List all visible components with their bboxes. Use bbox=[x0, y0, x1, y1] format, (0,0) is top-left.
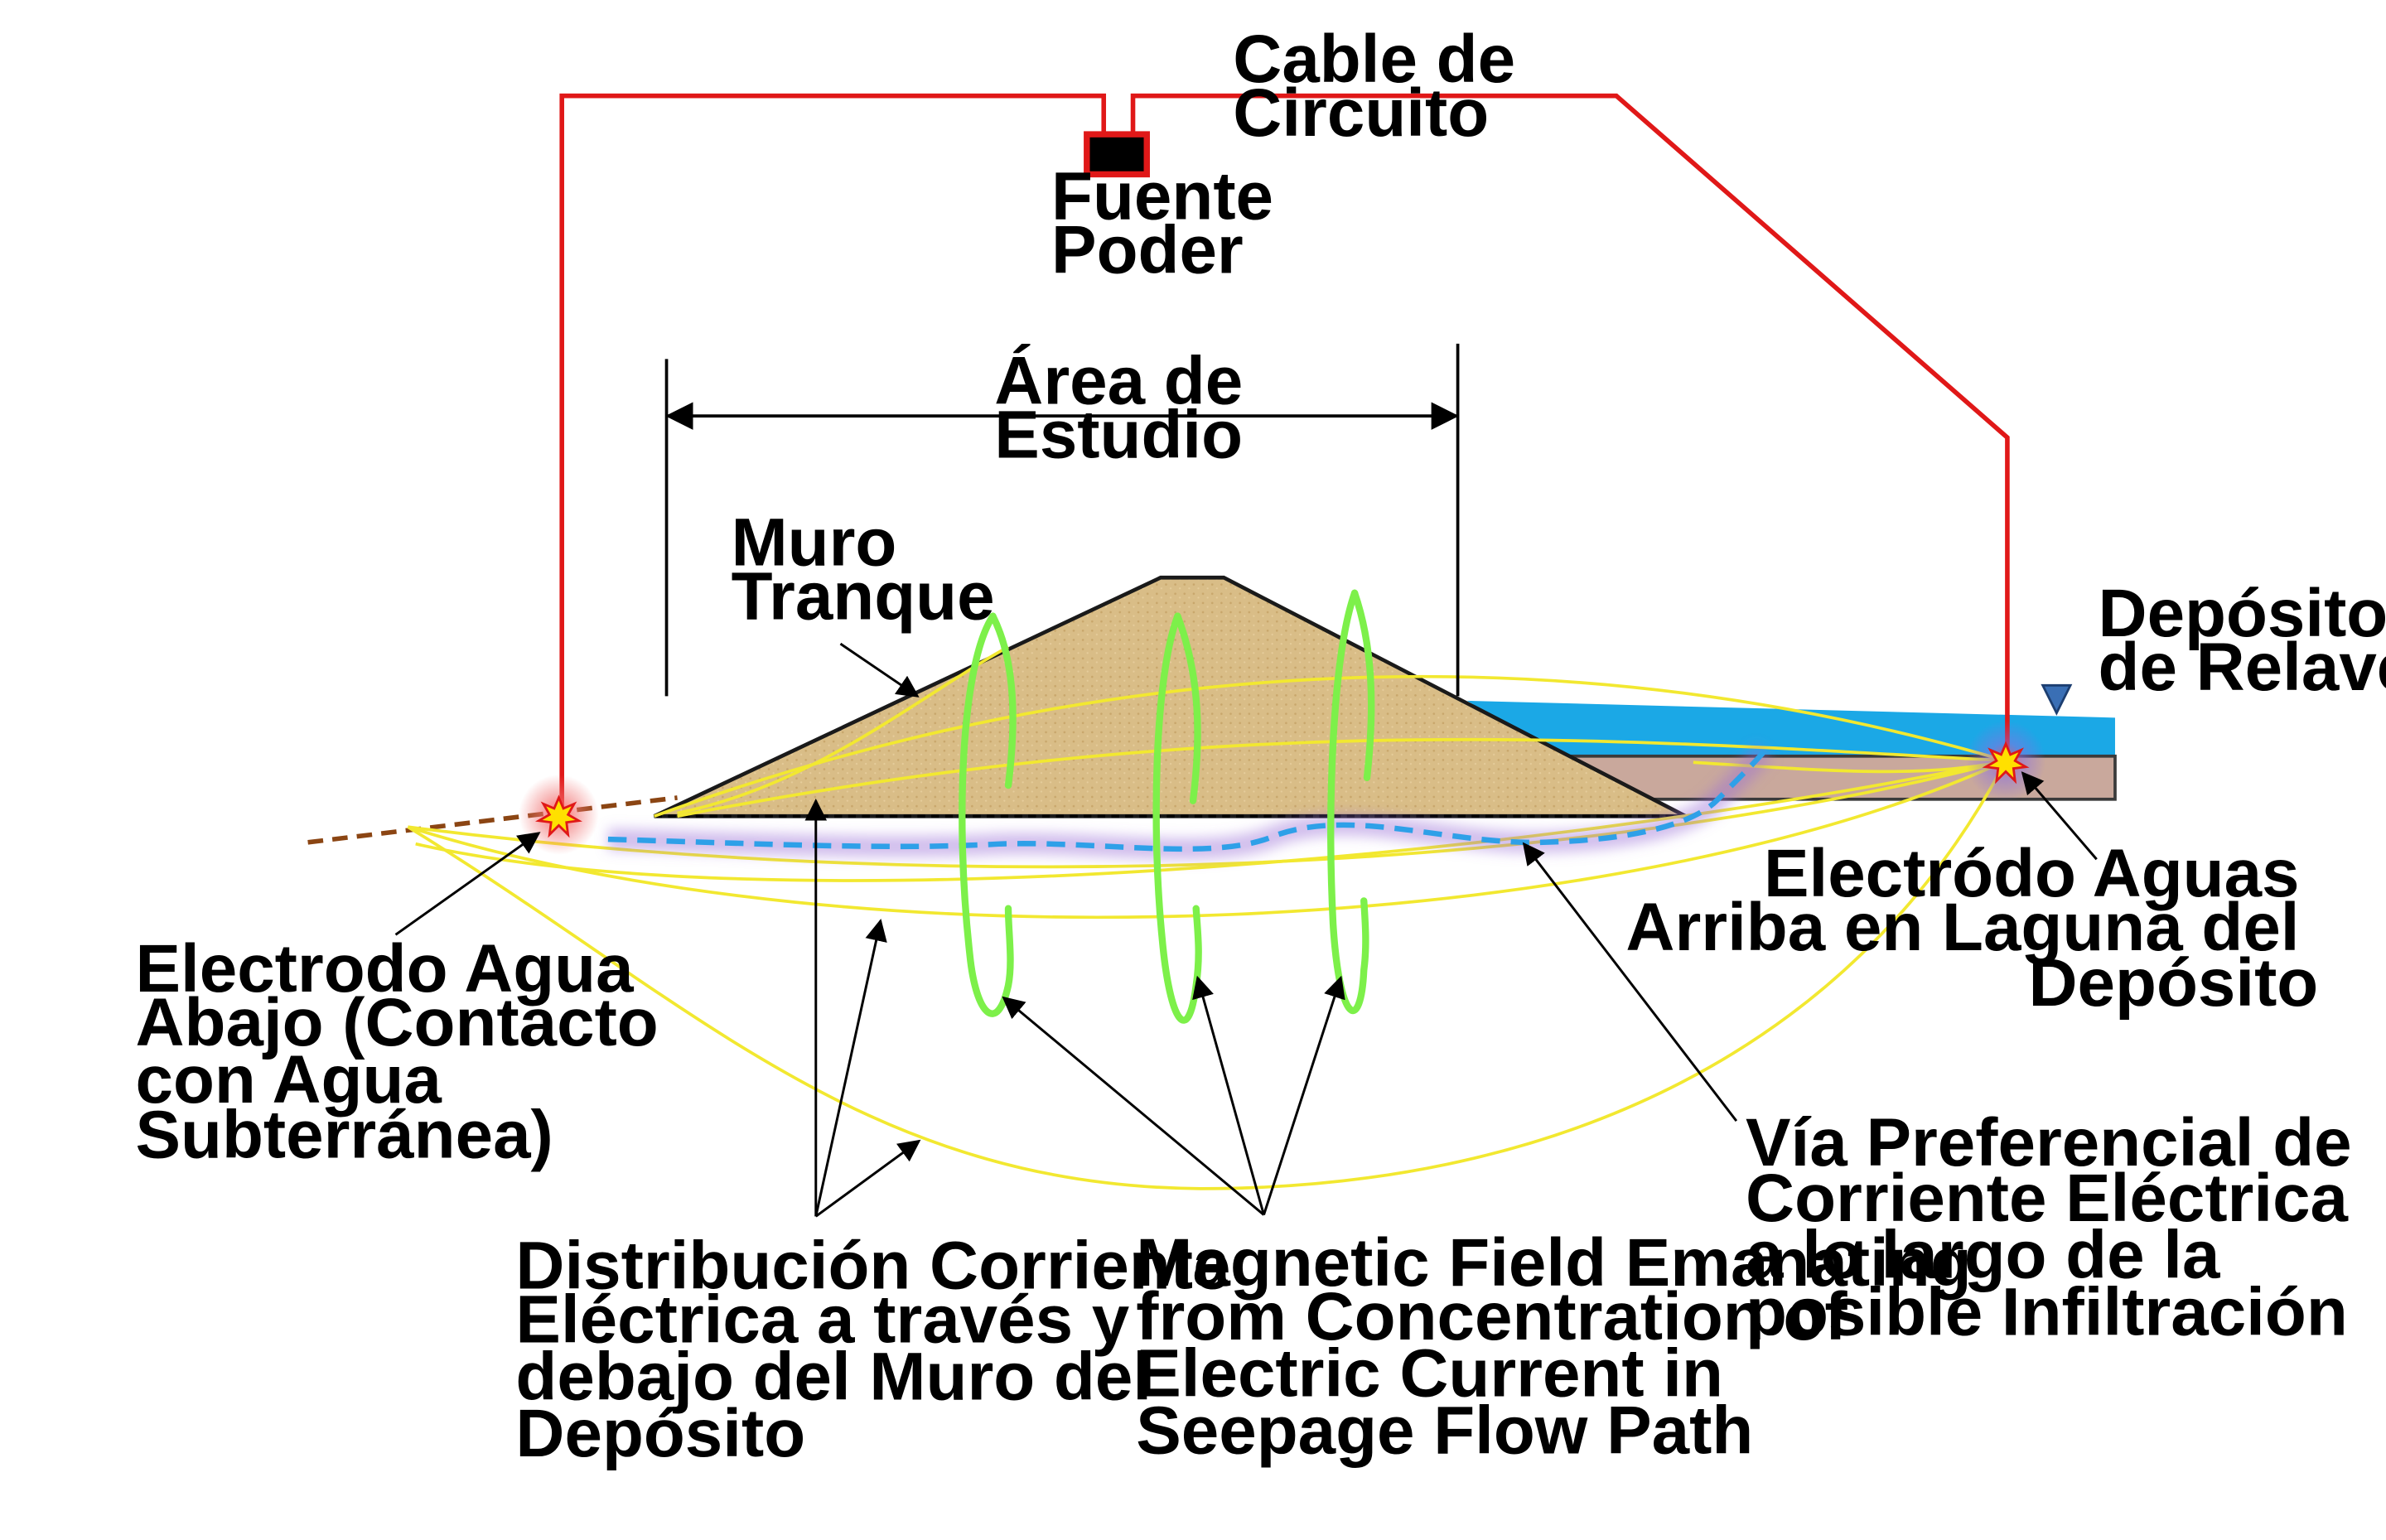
magnetic-loop-1 bbox=[959, 612, 1014, 1017]
downstream-electrode-label: Electrodo Agua Abajo (Contacto con Agua … bbox=[136, 931, 678, 1173]
upstream-electrode-label: Electródo Aguas Arriba en Laguna del Dep… bbox=[1625, 836, 2318, 1021]
magnetic-loop-1b bbox=[989, 612, 1017, 789]
magnetic-pointer-arrow-2 bbox=[1192, 975, 1265, 1215]
tailings-deposit-label: Depósito de Relaves bbox=[2099, 576, 2386, 705]
ground-surface-line bbox=[307, 795, 678, 845]
preferential-path-pointer-arrow bbox=[1522, 842, 1738, 1122]
current-line bbox=[408, 759, 2007, 869]
annotation-arrows bbox=[394, 642, 2098, 1218]
upstream-electrode-pointer-arrow bbox=[2021, 771, 2098, 861]
magnetic-field-label: Magnetic Field Emanating from Concentrat… bbox=[1136, 1225, 1990, 1469]
downstream-electrode bbox=[519, 775, 599, 855]
electrode-spark-icon bbox=[1982, 741, 2030, 784]
electrode-spark-icon bbox=[535, 794, 582, 838]
magnetic-pointer-arrow-1 bbox=[1002, 996, 1265, 1216]
magnetic-loop-2 bbox=[1152, 612, 1202, 1024]
circuit-cable-left bbox=[559, 93, 1107, 812]
circuit-cable-right bbox=[1130, 93, 2010, 761]
current-line bbox=[654, 674, 2007, 818]
embankment-label: Muro Tranque bbox=[732, 504, 995, 634]
current-distribution-label: Distribución Corriente Eléctrica a travé… bbox=[515, 1229, 1249, 1472]
current-line bbox=[677, 737, 2007, 818]
magnetic-field-loops bbox=[959, 589, 1375, 1024]
magnetic-loop-3b bbox=[1350, 589, 1375, 781]
current-line bbox=[407, 760, 2007, 1190]
current-line bbox=[407, 759, 2007, 920]
cable-label: Cable de Circuito bbox=[1233, 22, 1534, 151]
power-source-label: Fuente Poder bbox=[1051, 158, 1292, 287]
battery-icon bbox=[1084, 131, 1150, 178]
embankment-pointer-arrow bbox=[839, 642, 920, 698]
study-area-label: Área de Estudio bbox=[994, 343, 1262, 472]
circuit-cable bbox=[559, 93, 2010, 812]
water-level-triangle-icon bbox=[2041, 683, 2073, 716]
preferential-path-label: Vía Preferencial de Corriente Eléctrica … bbox=[1746, 1105, 2370, 1349]
magnetic-loop-3 bbox=[1327, 589, 1369, 1014]
current-pointer-arrow-3 bbox=[814, 1139, 921, 1218]
seepage-path-line bbox=[607, 750, 1766, 852]
upstream-electrode bbox=[1965, 721, 2046, 801]
magnetic-loop-2b bbox=[1174, 612, 1201, 804]
magnetic-pointer-arrow-3 bbox=[1263, 975, 1345, 1215]
current-pointer-arrow-2 bbox=[814, 918, 887, 1217]
downstream-electrode-pointer-arrow bbox=[394, 832, 541, 936]
